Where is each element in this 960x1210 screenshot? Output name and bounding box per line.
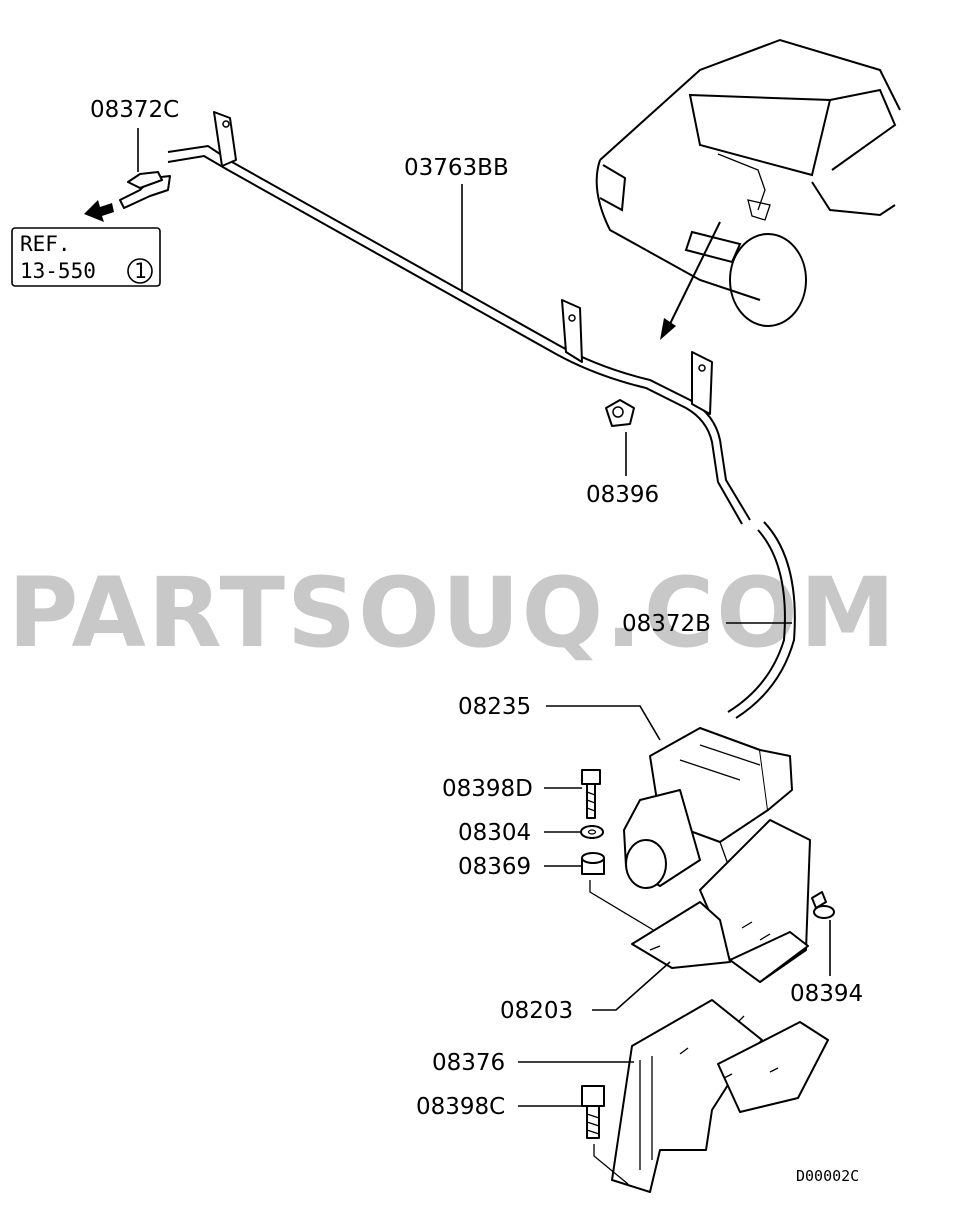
reference-arrow-icon [84, 200, 114, 222]
watermark: PARTSOUQ.COM [8, 557, 897, 669]
label-clip[interactable]: 08394 [790, 981, 863, 1007]
label-hose-lower[interactable]: 08372B [622, 611, 711, 637]
reference-circled-number: 1 [134, 259, 147, 283]
label-bracket-lower[interactable]: 08376 [432, 1050, 505, 1076]
bracket-08203[interactable] [631, 819, 811, 983]
reference-line1: REF. [20, 232, 71, 256]
diagram-code: D00002C [796, 1167, 859, 1185]
grommet-08396[interactable] [605, 399, 635, 427]
hose-08372b[interactable] [727, 521, 796, 719]
cushion-08369[interactable] [581, 852, 605, 875]
label-bolt-lower[interactable]: 08398C [416, 1094, 505, 1120]
label-bolt-upper[interactable]: 08398D [442, 776, 533, 802]
hose-08372c[interactable] [119, 171, 171, 209]
washer-08304[interactable] [580, 825, 604, 839]
label-hose-upper[interactable]: 08372C [90, 97, 179, 123]
label-actuator[interactable]: 08235 [458, 694, 531, 720]
label-grommet[interactable]: 08396 [586, 482, 659, 508]
pipe-03763bb[interactable] [167, 111, 751, 525]
bolt-08398c[interactable] [581, 1085, 605, 1139]
clip-08394[interactable] [811, 891, 835, 919]
label-bracket-upper[interactable]: 08203 [500, 998, 573, 1024]
label-vacuum-pipe[interactable]: 03763BB [404, 155, 509, 181]
bracket-08376[interactable] [611, 999, 829, 1193]
reference-line2: 13-550 [20, 259, 96, 283]
label-washer[interactable]: 08304 [458, 820, 531, 846]
label-cushion[interactable]: 08369 [458, 854, 531, 880]
reference-box[interactable]: REF. 13-550 1 [11, 227, 161, 287]
leader-lines [137, 128, 831, 1107]
vehicle-illustration [595, 38, 901, 340]
bolt-08398d[interactable] [581, 769, 601, 819]
